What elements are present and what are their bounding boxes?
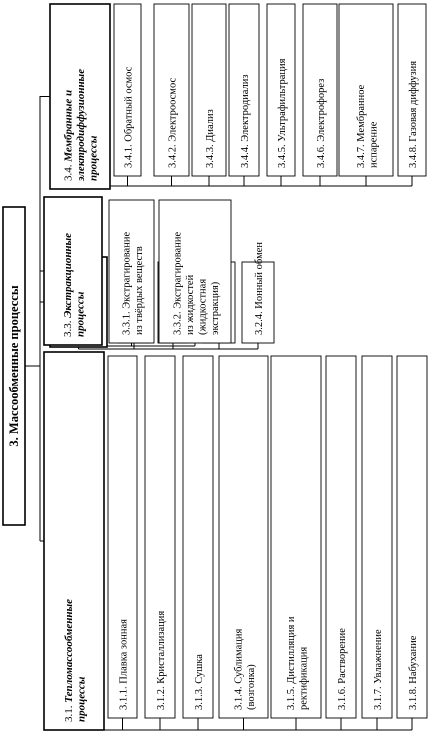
process-node-text: (жидкостная (197, 279, 208, 335)
process-node-text: 3.4.2. Электроосмос (168, 78, 179, 168)
process-node-frame (158, 199, 232, 344)
process-node: 3.4.8. Газовая диффузия (397, 3, 427, 177)
process-node-text: 3.1.4. Сублимация (233, 628, 244, 710)
root-node: 3. Массообменные процессы (2, 206, 26, 526)
category-title: электродиффузионные (75, 69, 87, 182)
process-node-text: 3.1.7. Увлажнение (373, 629, 384, 710)
process-node-frame (182, 355, 214, 719)
process-node-frame (108, 199, 155, 344)
process-node: 3.1.6. Растворение (325, 355, 357, 719)
category-node-text: 3.4. Мембранные и (63, 90, 75, 181)
process-node: 3.4.5. Ультрафильтрация (266, 3, 296, 177)
category-node-text: процессы (75, 676, 87, 722)
process-node-frame (270, 355, 322, 719)
category-title: Экстракционные (62, 233, 74, 318)
category-title: Мембранные и (63, 90, 75, 163)
process-node: 3.4.2. Электроосмос (153, 3, 190, 177)
process-node-frame (241, 261, 275, 344)
process-node: 3.4.1. Обратный осмос (113, 3, 142, 177)
category-node-frame (43, 196, 103, 346)
process-node-frame (325, 355, 357, 719)
process-node: 3.1.4. Сублимация(возгонка) (218, 355, 269, 719)
category-node-text: электродиффузионные (75, 69, 87, 182)
process-node-frame (113, 3, 142, 177)
process-node-text: из жидкостей (185, 274, 196, 335)
process-node-frame (191, 3, 227, 177)
process-node: 3.1.8. Набухание (396, 355, 428, 719)
category-title: процессы (88, 135, 100, 181)
process-node-frame (338, 3, 394, 177)
process-node-text: 3.4.5. Ультрафильтрация (277, 58, 288, 168)
process-node-text: 3.1.5. Дистилляция и (286, 616, 297, 710)
process-node: 3.1.7. Увлажнение (361, 355, 393, 719)
process-node-text: 3.4.3. Диализ (205, 109, 216, 168)
process-node-frame (302, 3, 338, 177)
category-node-text: 3.3. Экстракционные (62, 233, 74, 337)
process-node-text: 3.4.1. Обратный осмос (124, 66, 135, 168)
process-node: 3.1.1. Плавка зонная (107, 355, 138, 719)
process-node-text: 3.1.3. Сушка (194, 654, 205, 710)
category-node-text: 3.1. Тепломассообменные (63, 599, 75, 722)
process-node: 3.4.3. Диализ (191, 3, 227, 177)
process-node-frame (153, 3, 190, 177)
process-node-text: 3.3.2. Экстрагирование (172, 232, 183, 335)
category-title: процессы (74, 291, 86, 337)
process-node: 3.4.4. Электродиализ (228, 3, 260, 177)
category-node-frame (49, 3, 111, 190)
process-node-frame (396, 355, 428, 719)
process-node-frame (218, 355, 269, 719)
category-title: процессы (75, 676, 87, 722)
process-node-text: 3.2.4. Ионный обмен (254, 242, 265, 335)
process-node-text: 3.1.1. Плавка зонная (119, 619, 130, 710)
process-node-text: из твёрдых веществ (134, 246, 145, 335)
process-node-frame (228, 3, 260, 177)
process-node-frame (107, 355, 138, 719)
process-node-text: 3.4.8. Газовая диффузия (408, 61, 419, 168)
process-node-frame (144, 355, 176, 719)
process-node-text: (возгонка) (246, 664, 257, 710)
process-node-text: 3.4.4. Электродиализ (240, 74, 251, 168)
category-number: 3.3. (62, 318, 74, 337)
process-node: 3.1.3. Сушка (182, 355, 214, 719)
category-node-frame (43, 351, 105, 731)
process-node-text: 3.1.6. Растворение (337, 628, 348, 710)
process-node-frame (266, 3, 296, 177)
process-node-text: 3.4.6. Электрофорез (316, 79, 327, 168)
category-title: Тепломассообменные (63, 599, 75, 703)
process-node-text: 3.1.2. Кристаллизация (156, 611, 167, 710)
process-node: 3.1.2. Кристаллизация (144, 355, 176, 719)
process-node-frame (397, 3, 427, 177)
category-number: 3.4. (63, 162, 75, 181)
category-node-text: процессы (88, 135, 100, 181)
process-node-text: испарение (368, 121, 379, 168)
root-node-frame (2, 206, 26, 526)
category-number: 3.1. (63, 703, 75, 722)
process-node-text: 3.1.8. Набухание (408, 635, 419, 710)
process-node-text: ректификация (298, 647, 309, 710)
process-node-text: 3.3.1. Экстрагирование (121, 232, 132, 335)
diagram-boxes: 3. Массообменные процессы 3.1. Тепломассо… (2, 3, 428, 731)
root-node-label: 3. Массообменные процессы (7, 285, 21, 446)
category-node-text: процессы (74, 291, 86, 337)
process-node-text: 3.4.7. Мембранное (356, 84, 367, 168)
process-node-frame (361, 355, 393, 719)
process-node-text: экстракция) (210, 281, 221, 335)
process-node: 3.4.6. Электрофорез (302, 3, 338, 177)
process-node: 3.2.4. Ионный обмен (241, 242, 275, 344)
